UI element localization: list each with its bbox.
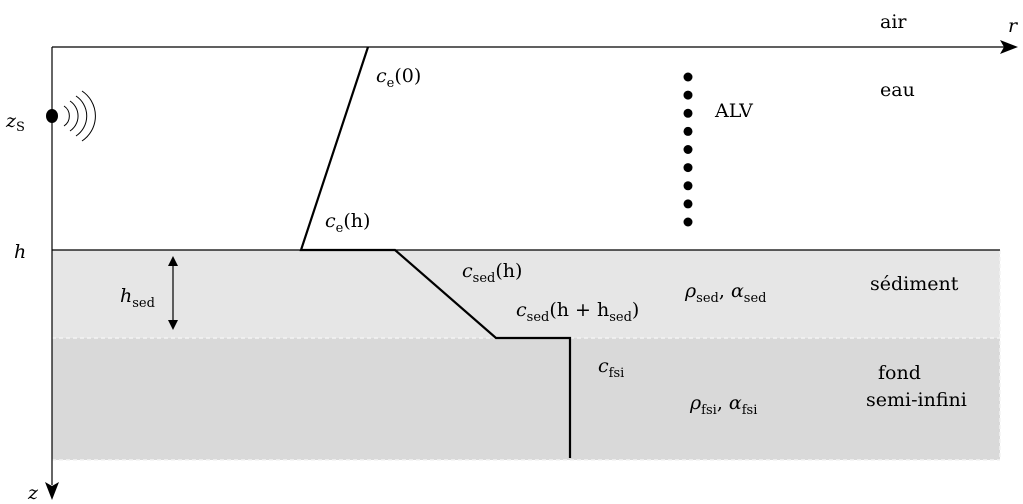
label-semi-infini: semi-infini — [866, 389, 967, 411]
r-axis-arrowhead — [1000, 40, 1018, 54]
label-eau: eau — [880, 79, 915, 101]
alv-hydrophone-dot — [683, 108, 693, 118]
label-axis-z: z — [27, 482, 39, 504]
label-air: air — [880, 11, 907, 33]
h-sed-arrow-down — [168, 320, 178, 330]
source-waves-icon — [63, 90, 96, 142]
label-alv: ALV — [714, 100, 753, 122]
z-axis-arrowhead — [45, 482, 59, 500]
label-rho-alpha-fsi: ρfsi, αfsi — [689, 392, 757, 418]
alv-hydrophone-dot — [683, 126, 693, 136]
alv-hydrophone-dot — [683, 181, 693, 191]
label-csed-h-plus-hsed: csed(h + hsed) — [516, 299, 639, 325]
label-depth-h: h — [14, 241, 26, 263]
label-fond: fond — [878, 362, 921, 384]
label-h-sed: hsed — [120, 285, 155, 311]
bottom-layer — [52, 338, 1000, 460]
label-axis-r: r — [1008, 15, 1019, 37]
alv-hydrophone-dot — [683, 90, 693, 100]
label-csed-h: csed(h) — [462, 260, 522, 286]
alv-hydrophone-dot — [683, 217, 693, 227]
label-ce0: ce(0) — [376, 65, 421, 91]
h-sed-arrow-up — [168, 256, 178, 266]
label-cfsi: cfsi — [598, 355, 624, 381]
source-dot — [46, 109, 58, 123]
alv-array — [683, 72, 693, 227]
alv-hydrophone-dot — [683, 199, 693, 209]
alv-hydrophone-dot — [683, 72, 693, 82]
alv-hydrophone-dot — [683, 145, 693, 154]
label-sediment: sédiment — [870, 273, 959, 295]
label-ceh: ce(h) — [325, 210, 370, 236]
alv-hydrophone-dot — [683, 163, 693, 173]
sediment-layer — [52, 250, 1000, 338]
label-source-depth: zS — [5, 110, 25, 135]
label-rho-alpha-sed: ρsed, αsed — [684, 280, 766, 306]
sound-speed-profile — [299, 46, 572, 458]
